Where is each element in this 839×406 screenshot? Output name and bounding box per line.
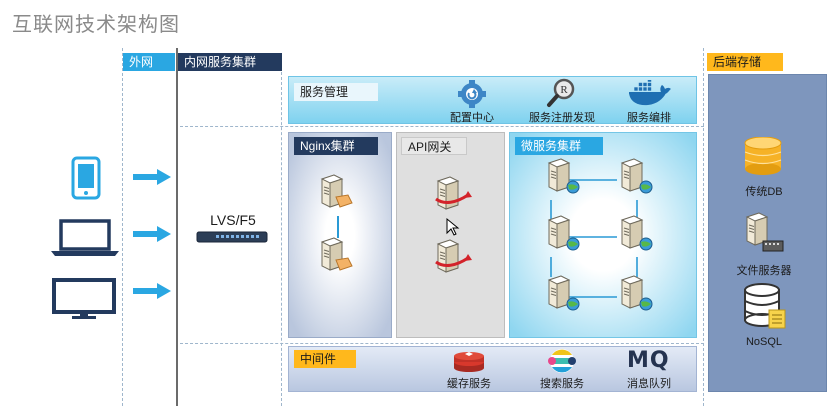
api-gateway-panel bbox=[396, 132, 505, 338]
arrow-right-icon bbox=[133, 226, 171, 242]
file-server-icon bbox=[746, 212, 784, 252]
divider-left bbox=[122, 48, 123, 406]
nosql-icon bbox=[744, 283, 786, 329]
api-gateway-label: API网关 bbox=[401, 137, 467, 155]
micro-cluster-panel bbox=[509, 132, 697, 338]
middleware-label: 中间件 bbox=[294, 350, 356, 368]
config-center-icon bbox=[458, 80, 486, 108]
monitor-icon bbox=[52, 278, 116, 319]
cache-service-label: 缓存服务 bbox=[447, 378, 491, 390]
message-queue-label: 消息队列 bbox=[627, 378, 671, 390]
micro-server-6 bbox=[621, 275, 653, 311]
divider-mid bbox=[281, 72, 282, 406]
header-storage: 后端存储 bbox=[707, 53, 783, 71]
laptop-icon bbox=[51, 219, 119, 256]
nginx-link bbox=[337, 216, 339, 238]
database-icon bbox=[744, 137, 782, 175]
header-external: 外网 bbox=[123, 53, 175, 71]
nginx-cluster-label: Nginx集群 bbox=[294, 137, 378, 155]
nginx-server-top bbox=[321, 174, 353, 208]
main-vertical-line bbox=[176, 48, 178, 406]
micro-server-5 bbox=[548, 275, 580, 311]
docker-icon bbox=[629, 80, 671, 106]
micro-server-4 bbox=[621, 215, 653, 251]
nginx-cluster-panel bbox=[288, 132, 392, 338]
middleware-panel bbox=[288, 346, 697, 392]
divider-top bbox=[180, 126, 704, 127]
api-server-top bbox=[435, 176, 472, 210]
load-balancer-icon bbox=[196, 231, 268, 243]
mq-logo: MQ bbox=[627, 348, 670, 373]
header-internal: 内网服务集群 bbox=[178, 53, 282, 71]
api-server-bottom bbox=[435, 239, 472, 273]
micro-network bbox=[550, 179, 638, 298]
phone-icon bbox=[71, 156, 101, 200]
divider-bottom bbox=[180, 343, 704, 344]
load-balancer-label: LVS/F5 bbox=[210, 212, 256, 228]
config-center-label: 配置中心 bbox=[450, 112, 494, 124]
divider-right bbox=[703, 48, 704, 406]
arrow-right-icon bbox=[133, 283, 171, 299]
page-title: 互联网技术架构图 bbox=[12, 14, 180, 36]
cursor-icon bbox=[446, 217, 460, 236]
file-server-label: 文件服务器 bbox=[736, 265, 792, 277]
search-service-label: 搜索服务 bbox=[540, 378, 584, 390]
arrow-right-icon bbox=[133, 169, 171, 185]
storage-panel bbox=[708, 74, 827, 392]
service-management-label: 服务管理 bbox=[294, 83, 378, 101]
service-discovery-label: 服务注册发现 bbox=[529, 112, 595, 124]
nosql-label: NoSQL bbox=[745, 336, 783, 348]
nginx-server-bottom bbox=[321, 237, 353, 271]
service-discovery-icon: R bbox=[547, 78, 575, 107]
micro-server-2 bbox=[621, 158, 653, 194]
svg-text:R: R bbox=[560, 84, 568, 96]
micro-server-1 bbox=[548, 158, 580, 194]
micro-cluster-label: 微服务集群 bbox=[515, 137, 603, 155]
traditional-db-label: 传统DB bbox=[745, 186, 783, 198]
elasticsearch-icon bbox=[548, 349, 576, 373]
redis-icon bbox=[454, 352, 484, 372]
micro-server-3 bbox=[548, 215, 580, 251]
service-orchestration-label: 服务编排 bbox=[627, 112, 671, 124]
